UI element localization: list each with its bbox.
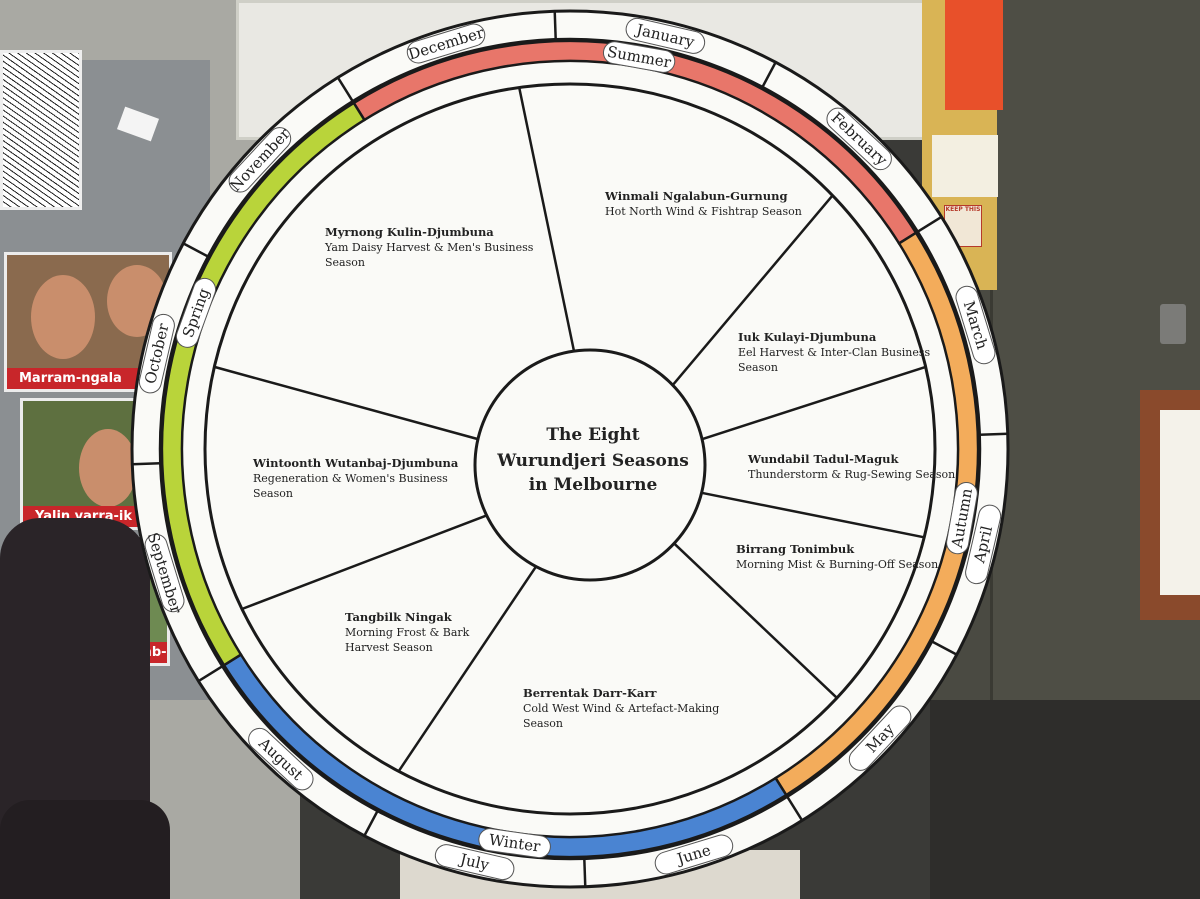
season-name: Birrang Tonimbuk [736, 542, 855, 556]
month-label: October [138, 313, 175, 394]
poster-caption-1: Marram-ngala [7, 368, 169, 389]
season-divider [673, 542, 838, 699]
season-divider [397, 565, 538, 772]
season-name: Myrnong Kulin-Djumbuna [325, 225, 494, 239]
season-band-spring [160, 101, 367, 667]
season-description: Season [738, 361, 778, 374]
month-divider [363, 810, 379, 837]
season-divider [671, 194, 834, 386]
wheel-title-line-2: Wurundjeri Seasons [496, 451, 689, 471]
season-segment: Wintoonth Wutanbaj-DjumbunaRegeneration … [252, 456, 459, 500]
season-name: Winmali Ngalabun-Gurnung [604, 189, 788, 203]
month-divider [979, 432, 1008, 436]
month-divider [132, 462, 161, 466]
door-sign: KEEP THIS [944, 205, 982, 247]
door-handle [1160, 304, 1186, 344]
month-divider [761, 61, 777, 88]
season-divider [517, 87, 576, 352]
season-band-label: Winter [478, 828, 551, 859]
season-name: Iuk Kulayi-Djumbuna [738, 330, 877, 344]
floor [930, 700, 1200, 899]
chair-seat [0, 800, 170, 899]
season-description: Regeneration & Women's Business [253, 472, 448, 485]
season-description: Morning Mist & Burning-Off Season [736, 558, 938, 571]
season-description: Thunderstorm & Rug-Sewing Season [748, 468, 955, 481]
season-name: Berrentak Darr-Karr [523, 686, 657, 700]
season-description: Season [325, 256, 365, 269]
season-description: Cold West Wind & Artefact-Making [523, 702, 719, 715]
wheel-title-line-1: The Eight [546, 425, 639, 445]
month-divider [931, 640, 958, 656]
month-divider [553, 11, 557, 40]
season-description: Morning Frost & Bark [345, 626, 470, 639]
season-description: Eel Harvest & Inter-Clan Business [738, 346, 931, 359]
season-description: Season [523, 717, 563, 730]
pattern-drawing [0, 50, 82, 210]
season-name: Wundabil Tadul-Maguk [747, 452, 899, 466]
month-divider [182, 242, 209, 258]
right-board-paper [1160, 410, 1200, 595]
season-description: Harvest Season [345, 641, 433, 654]
season-divider [701, 491, 925, 539]
season-divider [701, 365, 927, 441]
note-card [932, 135, 998, 197]
wheel-title-line-3: in Melbourne [529, 475, 658, 495]
season-divider [241, 514, 488, 611]
month-divider [197, 665, 223, 683]
poster-photo-2: Yalin yarra-ik [20, 398, 142, 530]
season-name: Wintoonth Wutanbaj-Djumbuna [252, 456, 459, 470]
month-divider [583, 858, 587, 887]
red-poster [945, 0, 1003, 110]
wheel-center-circle [473, 348, 707, 582]
month-label: July [434, 844, 515, 881]
month-divider [917, 215, 943, 233]
season-name: Tangbilk Ningak [345, 610, 453, 624]
month-divider [336, 76, 354, 102]
month-divider [786, 796, 804, 822]
season-description: Yam Daisy Harvest & Men's Business [324, 241, 534, 254]
season-divider [214, 365, 479, 441]
season-description: Hot North Wind & Fishtrap Season [605, 205, 802, 218]
season-description: Season [253, 487, 293, 500]
